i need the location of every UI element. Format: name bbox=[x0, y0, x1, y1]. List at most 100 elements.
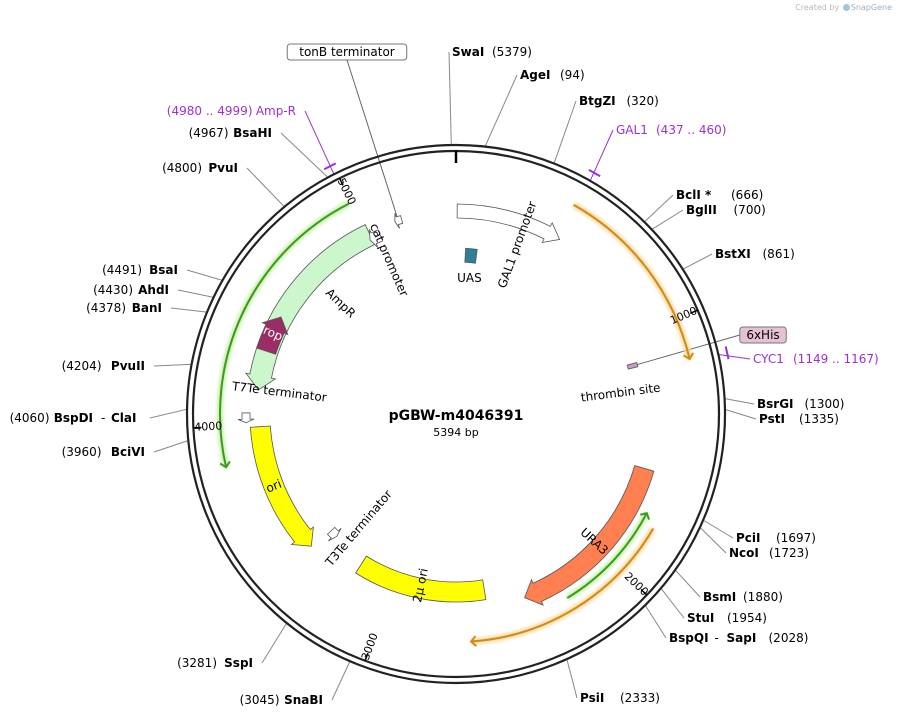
thrombin-site-feature bbox=[626, 361, 639, 370]
enzyme-label-bstxi: BstXI(861) bbox=[715, 247, 795, 261]
site-name: BtgZI bbox=[579, 94, 616, 108]
site-position: (861) bbox=[763, 247, 795, 261]
ura3-feature bbox=[524, 465, 655, 606]
ori-label: ori bbox=[264, 477, 284, 496]
enzyme-label-pcii: PciI (1697) bbox=[736, 531, 816, 545]
site-position: (5379) bbox=[492, 45, 532, 59]
enzyme-label-snabi: SnaBI (3045) bbox=[240, 693, 323, 707]
leader-line bbox=[346, 59, 398, 217]
leader-line bbox=[700, 527, 727, 554]
site-position: (4378) bbox=[86, 301, 126, 315]
site-position: (3281) bbox=[177, 656, 217, 670]
scale-tick-label: 4000 bbox=[194, 419, 223, 433]
enzyme-label-bglii: BglII (700) bbox=[686, 203, 766, 217]
scale-tick bbox=[640, 588, 648, 596]
site-name: PvuII bbox=[111, 359, 145, 373]
orange-arc-gal1-glow bbox=[572, 202, 693, 360]
primer-mark bbox=[724, 346, 730, 360]
site-position: (666) bbox=[731, 188, 763, 202]
site-name: CYC1 bbox=[753, 352, 784, 366]
site-position: (320) bbox=[627, 94, 659, 108]
leader-line bbox=[304, 110, 335, 174]
leader-line bbox=[331, 661, 350, 701]
enzyme-label-sspi: SspI (3281) bbox=[177, 656, 253, 670]
site-position: (1149 .. 1167) bbox=[793, 352, 879, 366]
scale-tick-label: 3000 bbox=[359, 631, 381, 662]
site-name: BclI * bbox=[676, 188, 712, 202]
leader-line bbox=[675, 570, 701, 598]
leader-line bbox=[153, 440, 188, 453]
site-dash: - bbox=[101, 411, 105, 425]
site-name: BsrGI bbox=[757, 397, 794, 411]
site-position: (94) bbox=[560, 68, 585, 82]
leader-line bbox=[652, 209, 684, 230]
enzyme-label-swai: SwaI(5379) bbox=[452, 45, 532, 59]
site-name: SnaBI bbox=[284, 693, 323, 707]
leader-line bbox=[644, 194, 674, 222]
leader-line bbox=[590, 129, 614, 181]
site-position: (700) bbox=[734, 203, 766, 217]
site-name-secondary: ClaI bbox=[111, 411, 136, 425]
gal1-promoter-feature bbox=[456, 203, 561, 243]
enzyme-label-psii: PsiI(2333) bbox=[580, 691, 660, 705]
enzyme-label-btgzi: BtgZI (320) bbox=[579, 94, 659, 108]
thrombin-site-label: thrombin site bbox=[580, 381, 661, 405]
leader-line bbox=[725, 398, 755, 405]
green-arc-ura3 bbox=[566, 512, 648, 599]
site-position: (4980 .. 4999) bbox=[167, 104, 253, 118]
enzyme-label-pvuii: PvuII (4204) bbox=[62, 359, 145, 373]
site-position: (1697) bbox=[776, 531, 816, 545]
scale-tick-label: 5000 bbox=[335, 176, 359, 207]
enzyme-label-psti: PstI(1335) bbox=[759, 412, 839, 426]
site-position: (4967) bbox=[189, 126, 229, 140]
tonb-terminator-feature bbox=[394, 212, 404, 229]
leader-line bbox=[170, 307, 207, 313]
site-position: (437 .. 460) bbox=[656, 123, 726, 137]
enzyme-label-bsahi: BsaHI(4967) bbox=[189, 126, 272, 140]
leader-line bbox=[186, 269, 222, 281]
site-position: (4060) bbox=[10, 411, 50, 425]
credit-prefix: Created by bbox=[795, 3, 840, 12]
site-name: BciVI bbox=[111, 445, 145, 459]
site-name: BsaI bbox=[149, 263, 178, 277]
site-position: (1880) bbox=[743, 590, 783, 604]
cat-promoter-label: cat promoter bbox=[367, 221, 411, 298]
site-name: BanI bbox=[132, 301, 162, 315]
credit-brand: SnapGene bbox=[850, 3, 892, 12]
leader-line bbox=[683, 253, 713, 270]
enzyme-label-bspqi: BspQI-SapI(2028) bbox=[669, 631, 808, 645]
site-name: GAL1 bbox=[616, 123, 648, 137]
orange-arc-2mu-head bbox=[469, 635, 477, 647]
site-name: SspI bbox=[224, 656, 253, 670]
label-box bbox=[739, 326, 787, 344]
snapgene-logo-icon bbox=[842, 4, 850, 11]
site-name: Amp-R bbox=[256, 104, 296, 118]
site-name: AhdI bbox=[138, 283, 169, 297]
tonb-terminator-label: tonB terminator bbox=[286, 43, 408, 61]
enzyme-label-bcli-: BclI * (666) bbox=[676, 188, 763, 202]
green-arc-ampr-head bbox=[219, 460, 231, 469]
site-position: (4204) bbox=[62, 359, 102, 373]
scale-tick bbox=[689, 309, 698, 314]
uas-label: UAS bbox=[457, 271, 482, 285]
two-mu-ori-label: 2μ ori bbox=[410, 567, 431, 604]
enzyme-label-bani: BanI (4378) bbox=[86, 301, 162, 315]
t7te-terminator-label: T7Te terminator bbox=[230, 379, 327, 405]
amp-promoter-label: AmpR bbox=[323, 286, 359, 321]
site-position: (3045) bbox=[240, 693, 280, 707]
site-position: (1300) bbox=[805, 397, 845, 411]
leader-line bbox=[246, 167, 285, 207]
site-name: PvuI bbox=[208, 161, 238, 175]
site-name: BglII bbox=[686, 203, 717, 217]
site-position: (4491) bbox=[102, 263, 142, 277]
leader-line bbox=[703, 520, 734, 539]
site-name: AgeI bbox=[520, 68, 550, 82]
enzyme-label-bsai: BsaI (4491) bbox=[102, 263, 178, 277]
site-dash: - bbox=[715, 631, 719, 645]
t7te-terminator-feature bbox=[237, 412, 255, 424]
scale-tick bbox=[364, 653, 369, 662]
site-name: PciI bbox=[736, 531, 761, 545]
site-position: (2028) bbox=[769, 631, 809, 645]
